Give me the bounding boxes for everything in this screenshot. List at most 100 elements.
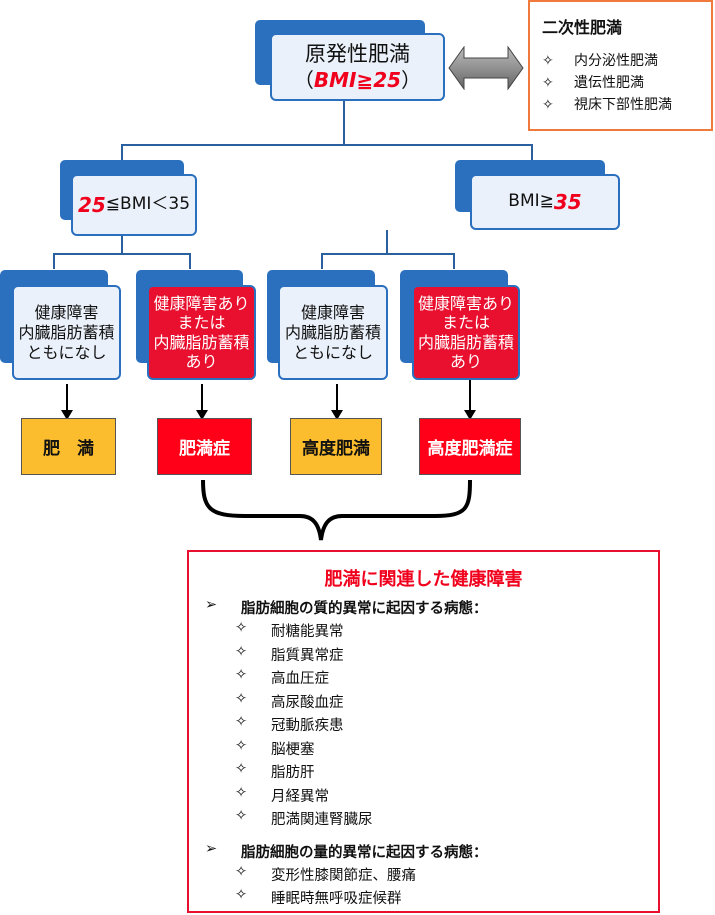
primary-bmi: BMI≧25 <box>313 67 402 92</box>
connector <box>453 253 455 269</box>
condition-line: 内臓脂肪蓄積 <box>284 322 381 342</box>
health-item-label: 睡眠時無呼吸症候群 <box>271 891 402 907</box>
result-severe-obesity: 高度肥満 <box>290 418 382 475</box>
connector <box>531 144 533 174</box>
health-item-label: 脳梗塞 <box>271 741 315 758</box>
secondary-item-label: 遺伝性肥満 <box>574 75 644 91</box>
paren: ） <box>401 67 422 92</box>
connector <box>53 253 55 269</box>
bullet-icon: ✧ <box>235 667 248 683</box>
result-obesity-disease: 肥満症 <box>157 418 252 475</box>
arrow-bullet-icon: ➢ <box>205 597 218 613</box>
bullet-icon: ✧ <box>235 620 248 636</box>
bullet-icon: ✧ <box>235 808 248 824</box>
health-item: ✧ 高尿酸血症 <box>235 691 344 712</box>
condition-line: ともになし <box>26 342 107 362</box>
condition-line: 健康障害あり <box>153 294 250 314</box>
primary-title: 原発性肥満 <box>305 42 410 67</box>
health-item: ✧ 月経異常 <box>235 785 329 806</box>
result-severe-obesity-disease: 高度肥満症 <box>419 418 521 475</box>
health-item: ✧ 耐糖能異常 <box>235 620 344 641</box>
secondary-title: 二次性肥満 <box>542 18 623 37</box>
health-item: ✧ 脂質異常症 <box>235 644 344 665</box>
health-item: ✧ 肥満関連腎臓尿 <box>235 808 373 829</box>
connector <box>121 144 533 146</box>
condition-box-none: 健康障害内臓脂肪蓄積ともになし <box>278 285 388 380</box>
connector <box>321 253 323 269</box>
bullet-icon: ✧ <box>235 690 248 707</box>
connector <box>343 101 345 146</box>
bmi-range: ≦BMI＜35 <box>105 194 191 215</box>
connector <box>386 230 388 254</box>
condition-box-present: 健康障害ありまたは内臓脂肪蓄積あり <box>147 285 256 380</box>
connector <box>121 144 123 174</box>
primary-obesity-box: 原発性肥満 （BMI≧25） <box>270 33 445 101</box>
health-item: ✧ 冠動脈疾患 <box>235 714 344 735</box>
condition-line: 健康障害 <box>300 302 365 322</box>
condition-box-present: 健康障害ありまたは内臓脂肪蓄積あり <box>412 285 520 380</box>
health-item: ✧ 高血圧症 <box>235 667 329 688</box>
bullet-icon: ✧ <box>235 714 248 730</box>
down-arrow-icon <box>331 384 343 420</box>
connector <box>189 253 191 269</box>
health-item-label: 月経異常 <box>271 788 329 805</box>
condition-line: 内臓脂肪蓄積 <box>153 332 250 352</box>
down-arrow-icon <box>196 384 208 420</box>
down-arrow-icon <box>464 380 476 420</box>
result-obesity: 肥 満 <box>21 418 116 475</box>
bmi-25-35-box: 25≦BMI＜35 <box>71 174 197 236</box>
health-item: ✧ 脳梗塞 <box>235 738 315 759</box>
secondary-item-label: 内分泌性肥満 <box>574 53 658 69</box>
condition-line: あり <box>449 351 482 371</box>
secondary-obesity-box: 二次性肥満 ✧ 内分泌性肥満 ✧ 遺伝性肥満 ✧ 視床下部性肥満 <box>528 0 713 131</box>
paren: （ <box>293 67 314 92</box>
health-item: ✧ 変形性膝関節症、腰痛 <box>235 864 416 885</box>
bullet-icon: ✧ <box>235 761 248 777</box>
health-item: ✧ 睡眠時無呼吸症候群 <box>235 887 402 908</box>
bmi-threshold: 35 <box>553 189 582 214</box>
down-arrow-icon <box>61 384 73 420</box>
bullet-icon: ✧ <box>235 887 248 903</box>
bullet-icon: ✧ <box>235 863 248 880</box>
health-item-label: 変形性膝関節症、腰痛 <box>271 867 416 884</box>
condition-line: または <box>441 313 490 333</box>
brace-icon <box>201 479 472 541</box>
section-heading: ➢ 脂肪細胞の質的異常に起因する病態： <box>205 597 488 618</box>
condition-line: または <box>177 313 226 333</box>
bullet-icon: ✧ <box>235 737 248 754</box>
connector <box>53 253 191 255</box>
section-heading-label: 脂肪細胞の量的異常に起因する病態： <box>241 844 488 861</box>
health-item-label: 脂肪肝 <box>271 765 315 781</box>
bmi-prefix: BMI≧ <box>508 191 554 212</box>
condition-line: あり <box>185 351 218 371</box>
bullet-icon: ✧ <box>235 784 248 801</box>
arrow-bullet-icon: ➢ <box>205 840 218 857</box>
health-item-label: 冠動脈疾患 <box>271 718 344 734</box>
condition-line: 健康障害 <box>34 302 99 322</box>
condition-line: 健康障害あり <box>417 294 514 314</box>
secondary-item-label: 視床下部性肥満 <box>574 97 672 113</box>
double-arrow-icon <box>448 46 524 90</box>
bmi-35-box: BMI≧35 <box>470 174 620 230</box>
secondary-item: ✧ 遺伝性肥満 <box>542 72 699 94</box>
health-item-label: 脂質異常症 <box>271 647 344 664</box>
connector <box>321 253 455 255</box>
section-heading-label: 脂肪細胞の質的異常に起因する病態： <box>241 601 488 617</box>
health-item-label: 高尿酸血症 <box>271 694 344 711</box>
secondary-item: ✧ 視床下部性肥満 <box>542 94 699 116</box>
health-item-label: 耐糖能異常 <box>271 624 344 640</box>
health-item-label: 高血圧症 <box>271 671 329 687</box>
section-heading: ➢ 脂肪細胞の量的異常に起因する病態： <box>205 841 488 862</box>
bullet-icon: ✧ <box>542 53 554 69</box>
bullet-icon: ✧ <box>542 97 554 113</box>
health-title: 肥満に関連した健康障害 <box>324 569 523 590</box>
health-item-label: 肥満関連腎臓尿 <box>271 812 373 828</box>
connector <box>121 236 123 254</box>
health-item: ✧ 脂肪肝 <box>235 761 315 782</box>
bullet-icon: ✧ <box>235 643 248 660</box>
condition-line: 内臓脂肪蓄積 <box>18 322 115 342</box>
bullet-icon: ✧ <box>542 75 554 91</box>
secondary-item: ✧ 内分泌性肥満 <box>542 50 699 72</box>
bmi-lower: 25 <box>77 192 106 217</box>
health-problems-box: 肥満に関連した健康障害 <box>187 550 660 913</box>
